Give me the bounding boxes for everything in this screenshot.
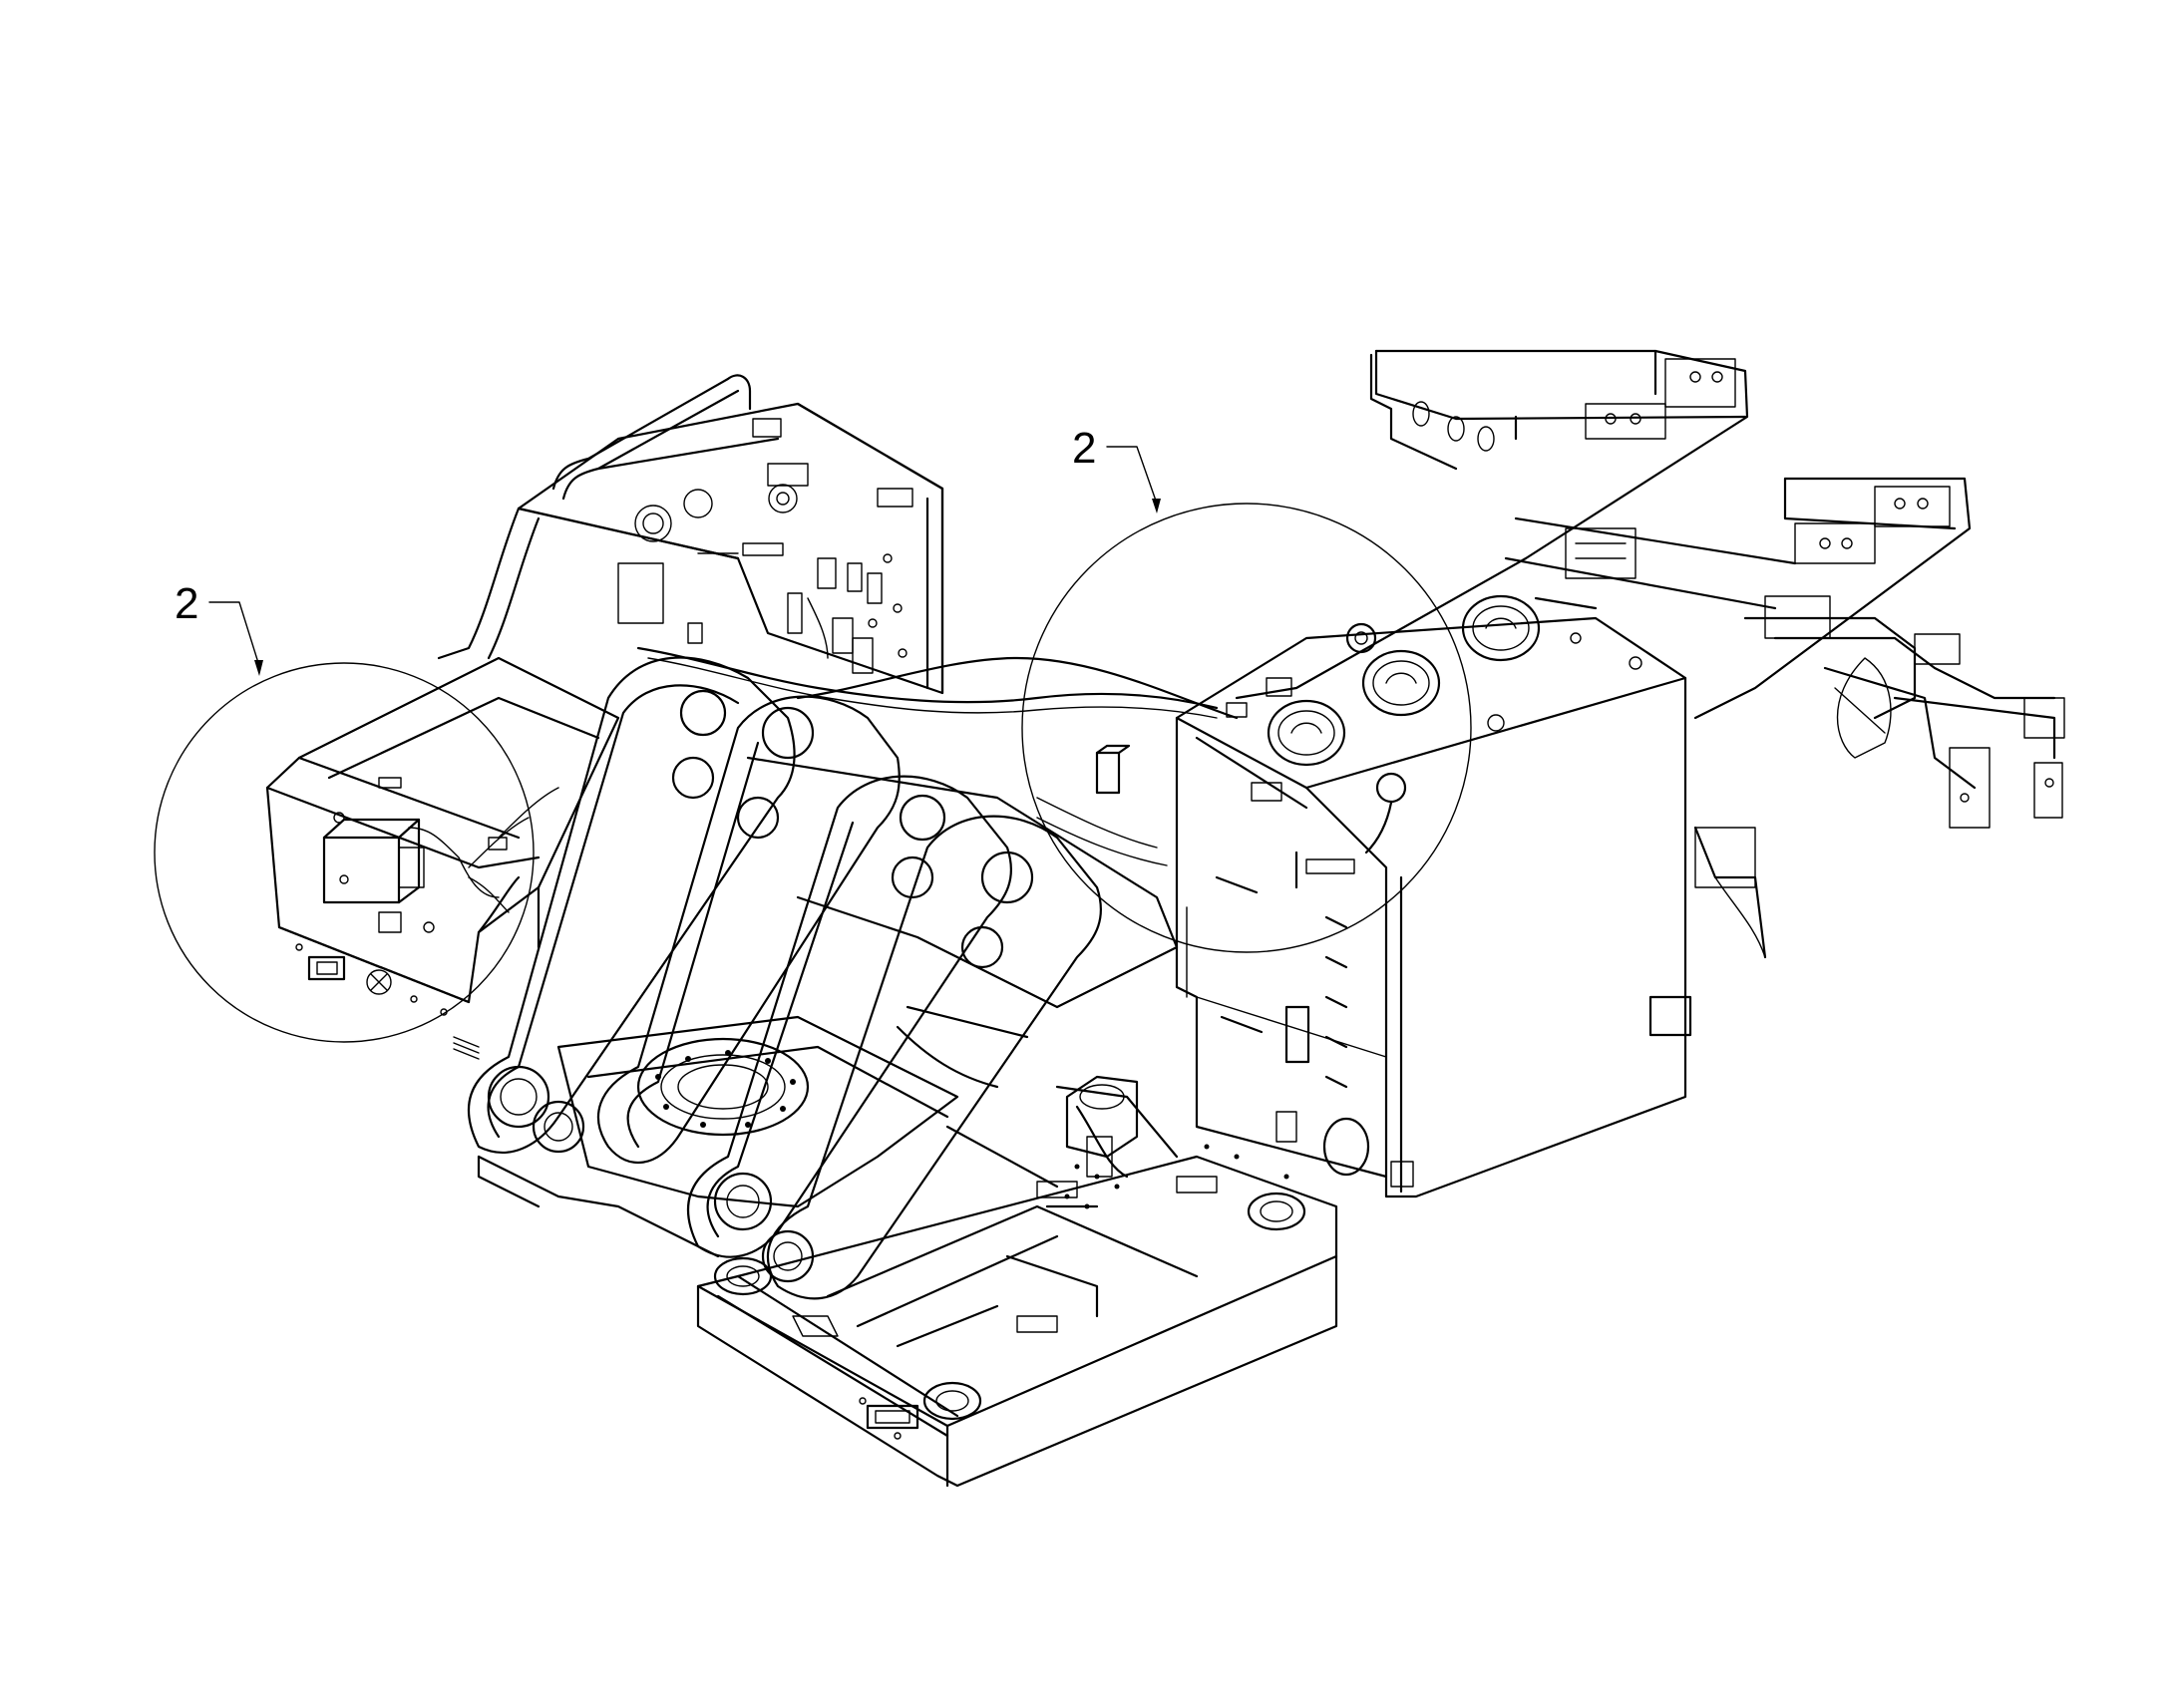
lower-carriage	[696, 1075, 1338, 1488]
callout-left-leader	[208, 601, 260, 667]
callout-right-leader	[1106, 446, 1158, 505]
callout-left-arrowhead	[254, 660, 263, 676]
callout-right: 2	[1072, 424, 1161, 513]
left-console-body	[265, 374, 944, 1060]
detail-circle-right	[1021, 503, 1472, 953]
hose-routing	[468, 646, 1239, 868]
hydraulic-tank	[1095, 594, 1692, 1198]
callout-left: 2	[175, 579, 263, 676]
callout-right-label: 2	[1072, 424, 1096, 473]
callout-left-label: 2	[175, 579, 198, 628]
boom-linkage	[467, 656, 1179, 1300]
callout-right-arrowhead	[1152, 499, 1161, 513]
detail-circle-left	[154, 662, 535, 1043]
rear-frame-rails	[1235, 349, 2065, 959]
